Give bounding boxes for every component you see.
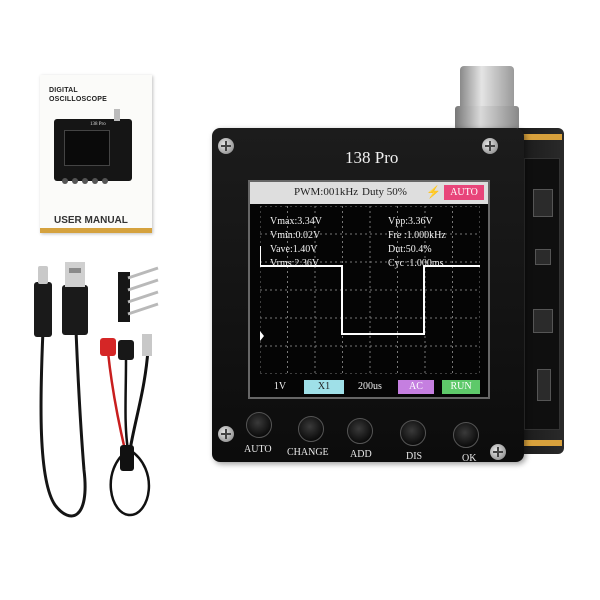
manual-title-line1: DIGITAL xyxy=(49,87,78,94)
black-alligator-clip xyxy=(118,340,134,360)
change-button-label: CHANGE xyxy=(287,447,329,458)
dis-button-label: DIS xyxy=(406,451,423,462)
usb-a-plug-housing xyxy=(62,285,88,335)
red-alligator-clip xyxy=(100,338,116,356)
vave-readout: Vave:1.40V xyxy=(270,244,318,255)
screw-icon xyxy=(218,138,234,154)
manual-footer-label: USER MANUAL xyxy=(54,215,128,226)
vrms-readout: Vrms:2.36V xyxy=(270,258,320,269)
usb-cable xyxy=(34,262,88,518)
screen-settings-bar: 1V X1 200us AC RUN xyxy=(250,377,488,397)
waveform-grid xyxy=(260,206,480,374)
screw-icon xyxy=(218,426,234,442)
auto-button-label: AUTO xyxy=(244,444,272,455)
volts-per-div: 1V xyxy=(273,381,287,392)
add-button[interactable] xyxy=(347,418,373,444)
cycle-readout: Cyc :1.000ms xyxy=(388,258,444,269)
manual-device-illustration: 138 Pro xyxy=(54,109,132,184)
square-wave-trace xyxy=(260,246,480,335)
dis-button[interactable] xyxy=(400,420,426,446)
auto-button[interactable] xyxy=(246,412,272,438)
ok-button-label: OK xyxy=(462,453,477,464)
time-per-div: 200us xyxy=(358,381,382,392)
header-pins xyxy=(118,266,159,322)
probe-ratio-chip: X1 xyxy=(304,380,344,394)
bnc-probe-plug xyxy=(142,334,152,356)
screen-status-bar: PWM:001kHz Duty 50% ⚡ AUTO xyxy=(250,182,488,204)
vmin-readout: Vmin:0.02V xyxy=(270,230,321,241)
trigger-icon: ⚡ xyxy=(426,185,441,199)
bnc-connector-nut xyxy=(455,106,519,130)
change-button[interactable] xyxy=(298,416,324,442)
run-state-chip: RUN xyxy=(442,380,480,394)
duty-cycle-readout: Dut:50.4% xyxy=(388,244,432,255)
usb-c-plug-housing xyxy=(34,282,52,337)
screw-icon xyxy=(482,138,498,154)
add-button-label: ADD xyxy=(350,449,372,460)
bnc-connector[interactable] xyxy=(460,66,514,110)
auto-mode-badge: AUTO xyxy=(444,185,484,200)
trigger-level-marker xyxy=(260,331,264,341)
oscilloscope-screen: PWM:001kHz Duty 50% ⚡ AUTO Vmax:3.34V Vp… xyxy=(248,180,490,399)
manual-device-brand: 138 Pro xyxy=(90,122,106,127)
screw-icon xyxy=(490,444,506,460)
device-brand-label: 138 Pro xyxy=(345,148,399,167)
coupling-chip: AC xyxy=(398,380,434,394)
vmax-readout: Vmax:3.34V xyxy=(270,216,322,227)
probe-lead xyxy=(100,334,152,517)
duty-readout: Duty 50% xyxy=(362,186,407,198)
usb-c-connector xyxy=(38,266,48,284)
frequency-readout: Fre :1.000kHz xyxy=(388,230,446,241)
manual-title-line2: OSCILLOSCOPE xyxy=(49,96,108,103)
cable-splitter xyxy=(120,445,134,471)
vpp-readout: Vpp:3.36V xyxy=(388,216,433,227)
usb-a-connector xyxy=(65,262,85,287)
user-manual-booklet: DIGITAL OSCILLOSCOPE 138 Pro USER MANUAL xyxy=(40,75,152,233)
ok-button[interactable] xyxy=(453,422,479,448)
pwm-readout: PWM:001kHz xyxy=(294,186,359,198)
device-side-pcb xyxy=(518,128,564,454)
